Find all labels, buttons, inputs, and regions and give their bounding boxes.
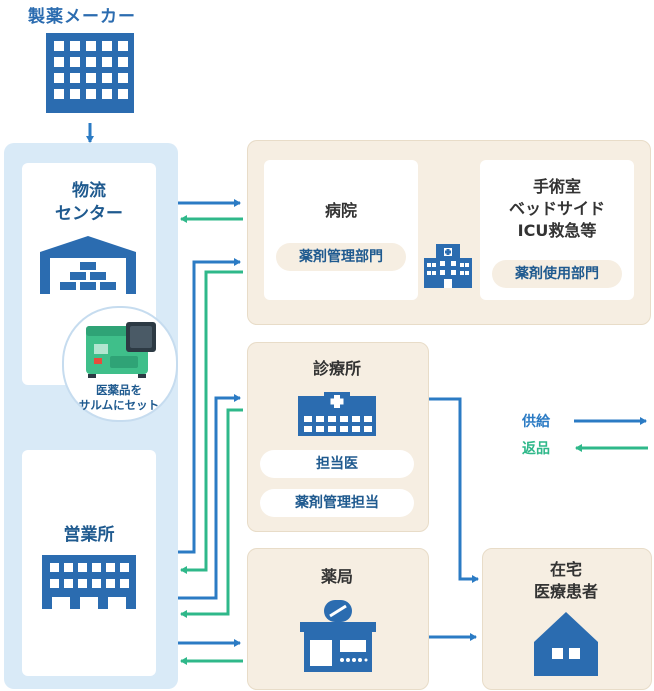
maker-building-icon (46, 33, 134, 113)
house-icon (534, 612, 598, 676)
arrow-office-to-clinic (176, 394, 241, 600)
warehouse-icon (40, 236, 136, 294)
arrow-hospital-to-office (180, 270, 243, 574)
hospital-ward-dept-pill: 薬剤使用部門 (492, 260, 622, 288)
arrow-office-to-hospital (176, 258, 241, 554)
device-caption: 医薬品を サルムにセット (78, 383, 160, 412)
sales-office-title: 営業所 (63, 525, 115, 545)
clinic-building-icon (298, 392, 376, 436)
pharmacy-building-icon (300, 600, 376, 672)
arrow-clinic-to-office (180, 408, 243, 618)
hospital-dept-pill: 薬剤管理部門 (276, 243, 406, 271)
sales-office-building-icon (42, 555, 136, 609)
clinic-doctor-pill: 担当医 (260, 450, 414, 478)
hospital-ward-title: 手術室 ベッドサイド ICU救急等 (508, 177, 605, 240)
medicine-storage-device-icon (86, 322, 156, 378)
pharmacy-title: 薬局 (320, 567, 353, 586)
distribution-center-title: 物流 センター (55, 181, 123, 224)
legend-supply-label: 供給 (522, 414, 550, 430)
hospital-title: 病院 (324, 201, 357, 220)
hospital-building-icon (424, 244, 472, 288)
clinic-drug-manager-pill: 薬剤管理担当 (260, 489, 414, 517)
hospital-dept-box (264, 160, 418, 300)
home-patient-title: 在宅 医療患者 (533, 560, 598, 601)
legend-return-label: 返品 (522, 441, 550, 457)
clinic-title: 診療所 (312, 359, 361, 378)
arrow-clinic-to-home (428, 397, 479, 583)
maker-label: 製薬メーカー (28, 7, 136, 27)
